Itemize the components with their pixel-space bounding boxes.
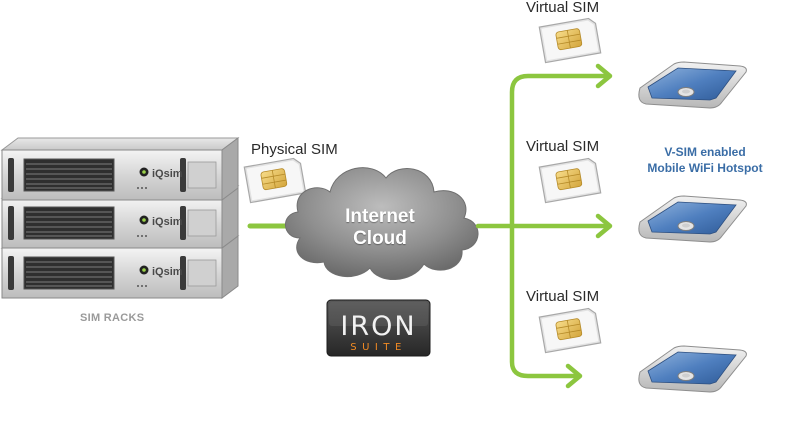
- cloud-label-line-1: Internet: [345, 206, 415, 227]
- wifi-hotspot-device-icon-2: [638, 195, 747, 243]
- wifi-hotspot-device-icon-3: [638, 345, 747, 393]
- rack-brand-label: iQsim: [152, 216, 183, 228]
- internet-cloud-icon: [285, 167, 479, 281]
- sim-rack-stack: iQsim iQsim iQsim: [1, 137, 239, 299]
- arrowhead-middle: [595, 213, 613, 239]
- physical-sim-card-icon: [243, 156, 307, 204]
- virtual-sim-label-2: Virtual SIM: [526, 138, 600, 155]
- logo-word-suite: SUITE: [350, 342, 407, 353]
- arrowhead-bottom: [565, 363, 583, 389]
- rack-brand-label: iQsim: [152, 168, 183, 180]
- cloud-to-hotspot-connectors: [475, 73, 611, 379]
- rack-brand-label: iQsim: [152, 266, 183, 278]
- cloud-label-line-2: Cloud: [353, 227, 407, 249]
- arrowhead-top: [595, 63, 613, 89]
- wifi-hotspot-device-icon-1: [638, 61, 747, 109]
- hotspot-label: V-SIM enabled Mobile WiFi Hotspot: [630, 144, 780, 176]
- hotspot-label-line-2: Mobile WiFi Hotspot: [647, 161, 763, 176]
- sim-rack-unit-bottom: iQsim: [1, 235, 239, 299]
- logo-word-iron: IRON: [340, 311, 416, 342]
- ironsuite-logo: IRON SUITE: [326, 299, 431, 357]
- virtual-sim-label-3: Virtual SIM: [526, 288, 600, 305]
- virtual-sim-card-icon-1: [538, 16, 602, 64]
- cloud-label: Internet Cloud: [335, 206, 425, 250]
- sim-rack-unit-top: iQsim: [1, 137, 239, 201]
- virtual-sim-card-icon-2: [538, 156, 602, 204]
- physical-sim-label: Physical SIM: [251, 141, 338, 158]
- virtual-sim-card-icon-3: [538, 306, 602, 354]
- sim-rack-unit-middle: iQsim: [1, 185, 239, 249]
- hotspot-label-line-1: V-SIM enabled: [664, 145, 746, 159]
- virtual-sim-label-1: Virtual SIM: [526, 0, 600, 16]
- sim-racks-label: SIM RACKS: [80, 312, 145, 324]
